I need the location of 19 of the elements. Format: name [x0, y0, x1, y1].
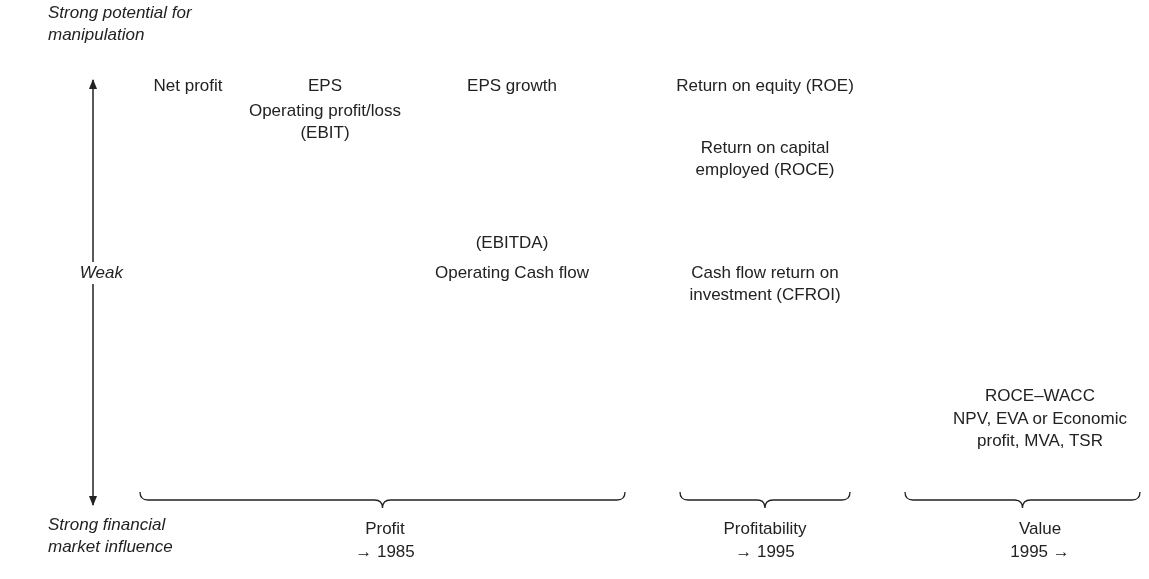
axis-label: Strong potential for manipulation: [48, 2, 193, 46]
period-label: → 1985: [354, 541, 416, 563]
metric-label: EPS: [307, 75, 343, 97]
metric-label: ROCE–WACC: [984, 385, 1096, 407]
period-label: → 1995: [734, 541, 796, 563]
metric-label: NPV, EVA or Economic profit, MVA, TSR: [952, 408, 1128, 452]
category-label: Profit: [364, 518, 406, 540]
metric-label: EPS growth: [466, 75, 558, 97]
metric-label: Cash flow return on investment (CFROI): [688, 262, 842, 306]
axis-label: Strong financial market influence: [48, 514, 174, 558]
period-label: 1995 →: [1009, 541, 1071, 563]
metric-label: Return on capital employed (ROCE): [694, 137, 836, 181]
metric-label: Net profit: [152, 75, 224, 97]
metric-label: Operating profit/loss (EBIT): [247, 100, 403, 144]
category-label: Profitability: [722, 518, 808, 540]
metric-label: Operating Cash flow: [434, 262, 590, 284]
metric-label: Return on equity (ROE): [675, 75, 855, 97]
category-label: Value: [1017, 518, 1063, 540]
metric-label: (EBITDA): [474, 232, 550, 254]
